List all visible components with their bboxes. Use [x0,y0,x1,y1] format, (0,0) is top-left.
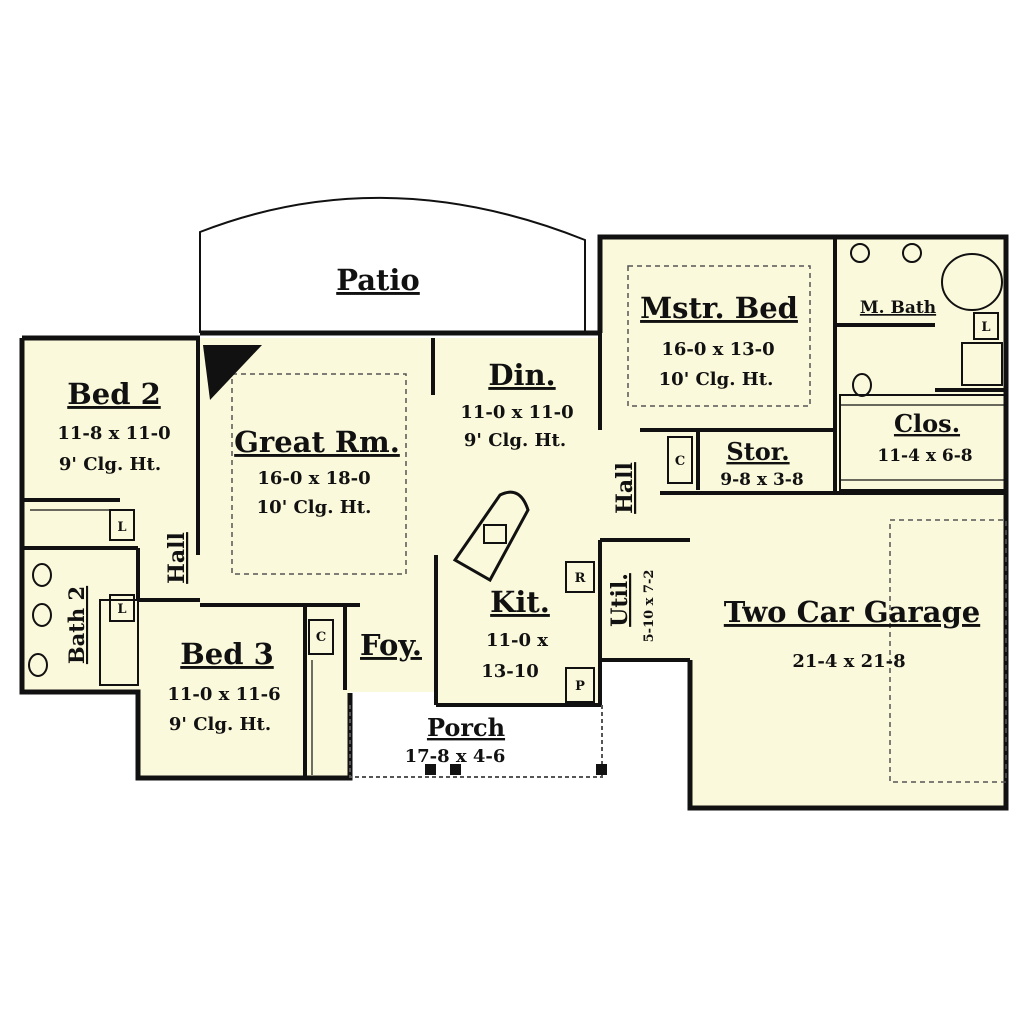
room-label-storage: Stor. [726,437,789,466]
ceiling-outlines [231,265,1007,783]
linen-marker-mbath: L [981,320,990,335]
room-label-bed2: Bed 2 [67,377,161,411]
porch-posts [425,764,607,775]
closet-marker-hall: C [675,454,685,469]
patio [199,196,586,333]
room-label-dining: Din. [488,358,555,392]
room-label-foyer: Foy. [360,628,422,662]
room-size-garage: 21-4 x 21-8 [792,651,905,672]
room-size-dining: 11-0 x 11-0 [460,402,573,423]
closet-shelving [30,394,1007,775]
pantry-marker: P [575,679,585,694]
room-size-closet: 11-4 x 6-8 [877,446,972,466]
room-label-utility: Util. [607,573,633,627]
room-size-utility: 5-10 x 7-2 [642,570,657,643]
room-size-porch: 17-8 x 4-6 [405,746,506,767]
exterior-walls [19,234,1009,811]
room-label-master-bed: Mstr. Bed [640,291,798,325]
room-ceiling-bed2: 9' Clg. Ht. [59,454,161,475]
room-label-great-room: Great Rm. [234,425,400,459]
bath2-fixtures [28,563,139,686]
room-label-bath2: Bath 2 [64,586,89,664]
fireplace-icon [203,345,262,400]
room-label-patio: Patio [336,263,420,297]
room-size-kitchen-line1: 11-0 x [486,630,548,651]
markers [109,312,999,703]
room-label-hall-right: Hall [612,462,638,514]
room-label-porch: Porch [427,713,505,742]
room-ceiling-great-room: 10' Clg. Ht. [257,497,372,518]
interior-walls [22,237,1006,778]
linen-marker-bed2: L [117,520,126,535]
room-ceiling-bed3: 9' Clg. Ht. [169,714,271,735]
room-label-kitchen: Kit. [490,585,550,619]
room-label-closet: Clos. [894,409,960,438]
linen-marker-bath2: L [117,602,126,617]
refrigerator-marker: R [575,571,586,586]
room-label-garage: Two Car Garage [724,595,980,629]
room-ceiling-master-bed: 10' Clg. Ht. [659,369,774,390]
room-size-bed3: 11-0 x 11-6 [167,684,280,705]
room-size-bed2: 11-8 x 11-0 [57,423,170,444]
room-ceiling-dining: 9' Clg. Ht. [464,430,566,451]
closet-marker-bed3: C [316,630,326,645]
room-size-master-bed: 16-0 x 13-0 [661,339,774,360]
kitchen-island [452,490,530,583]
room-label-bed3: Bed 3 [180,637,274,671]
room-size-great-room: 16-0 x 18-0 [257,468,370,489]
room-size-kitchen-line2: 13-10 [481,661,539,682]
room-size-storage: 9-8 x 3-8 [720,470,803,490]
room-label-master-bath: M. Bath [860,298,936,318]
room-label-hall-left: Hall [164,532,190,584]
